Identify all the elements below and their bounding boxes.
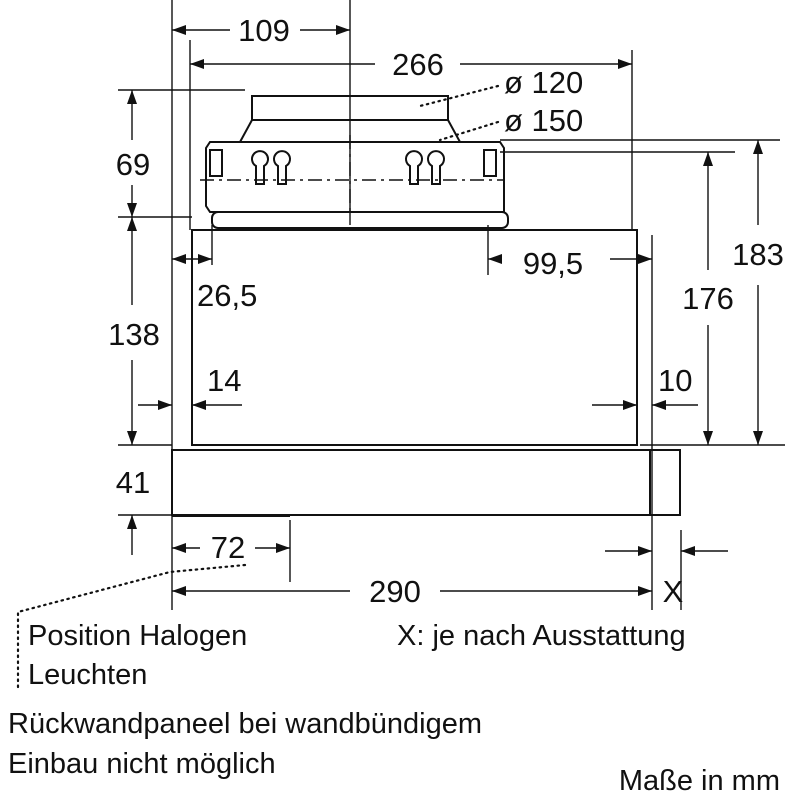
dim-14: 14 <box>207 363 241 398</box>
dim-99-5: 99,5 <box>523 246 583 281</box>
dimension-lines <box>127 25 763 596</box>
dim-138: 138 <box>108 317 160 352</box>
dimension-labels: 109 266 ø 120 ø 150 69 183 176 26,5 99,5… <box>108 13 784 609</box>
hood-body <box>171 95 681 517</box>
dim-109: 109 <box>238 13 290 48</box>
equipment-note: X: je nach Ausstattung <box>397 620 686 652</box>
dim-150: ø 150 <box>504 103 583 138</box>
dim-176: 176 <box>682 281 734 316</box>
halogen-note-line2: Leuchten <box>28 659 147 691</box>
dim-26-5: 26,5 <box>197 278 257 313</box>
dim-290: 290 <box>369 574 421 609</box>
dim-41: 41 <box>116 465 150 500</box>
dim-10: 10 <box>658 363 692 398</box>
dim-69: 69 <box>116 147 150 182</box>
leader-lines <box>16 84 500 692</box>
units-note: Maße in mm <box>619 765 780 797</box>
dim-120: ø 120 <box>504 65 583 100</box>
halogen-note-line1: Position Halogen <box>28 620 247 652</box>
dim-266: 266 <box>392 47 444 82</box>
dim-72: 72 <box>211 530 245 565</box>
rear-panel-note-line2: Einbau nicht möglich <box>8 748 276 780</box>
dim-x: X <box>663 574 684 609</box>
notes: Position Halogen Leuchten X: je nach Aus… <box>8 620 780 797</box>
dim-183: 183 <box>732 237 784 272</box>
rear-panel-note-line1: Rückwandpaneel bei wandbündigem <box>8 708 482 740</box>
